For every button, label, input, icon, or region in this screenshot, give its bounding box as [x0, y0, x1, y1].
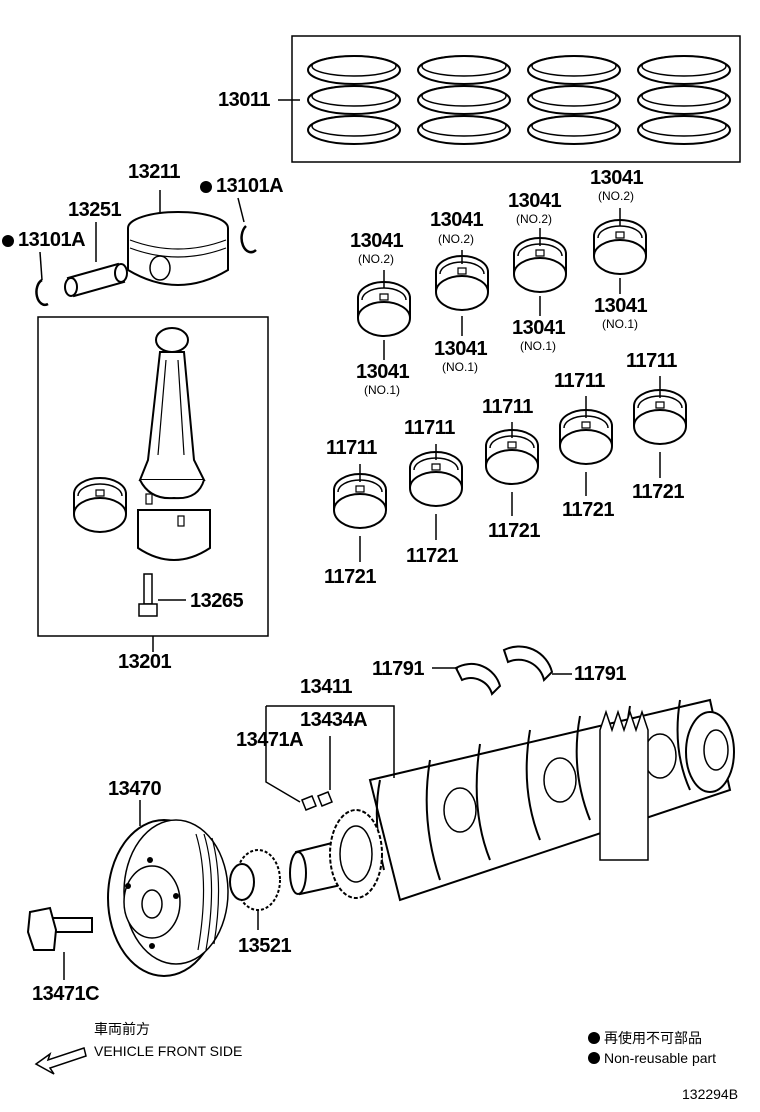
label-conrod-assy: 13201 [118, 651, 172, 673]
tag-no2-4: (NO.2) [598, 189, 634, 203]
vehicle-front-en: VEHICLE FRONT SIDE [94, 1043, 243, 1059]
label-thrust-washer-left: 11791 [372, 658, 425, 680]
label-snap-ring-left: 13101A [2, 230, 86, 250]
snap-ring-left [35, 251, 49, 307]
timing-sprocket [229, 849, 281, 930]
crankshaft-gear [265, 705, 395, 899]
label-main-bearing-upper-3: 11711 [482, 396, 533, 418]
tag-no1-4: (NO.1) [364, 383, 400, 397]
label-snap-ring-right: 13101A [200, 176, 284, 196]
diagram-code: 132294B [682, 1086, 739, 1102]
pulley-bolt [26, 906, 93, 980]
vehicle-front-jp: 車両前方 [94, 1021, 150, 1037]
label-thrust-washer-right: 11791 [574, 663, 627, 685]
conrod-bearing-shells [357, 208, 647, 360]
label-piston-pin: 13251 [68, 199, 122, 221]
label-conrod-bearing-5: 13041 [594, 295, 648, 317]
label-pulley-bolt: 13471C [32, 983, 100, 1005]
label-crank-key-b: 13471A [236, 729, 304, 751]
piston [127, 190, 229, 286]
label-crankshaft-pulley: 13470 [108, 778, 162, 800]
label-crank-timing-gear: 13521 [238, 935, 292, 957]
label-main-bearing-upper-2: 11711 [404, 417, 455, 439]
nonreusable-en: Non-reusable part [588, 1051, 716, 1065]
label-main-bearing-lower-1: 11721 [324, 566, 377, 588]
connecting-rod-assy [37, 316, 269, 652]
label-conrod-bearing-2: 13041 [430, 209, 484, 231]
piston-pin [64, 222, 128, 298]
tag-no2-3: (NO.2) [516, 212, 552, 226]
label-piston-ring-set: 13011 [218, 89, 271, 111]
tag-no1-3: (NO.1) [442, 360, 478, 374]
label-conrod-bearing-8: 13041 [356, 361, 410, 383]
label-conrod-bearing-6: 13041 [512, 317, 566, 339]
label-conrod-bearing-4: 13041 [590, 167, 644, 189]
crankshaft-pulley [107, 800, 229, 977]
crankshaft [289, 698, 735, 902]
tag-no1-1: (NO.1) [602, 317, 638, 331]
label-crankshaft: 13411 [300, 676, 353, 698]
label-main-bearing-lower-5: 11721 [632, 481, 685, 503]
label-main-bearing-upper-1: 11711 [326, 437, 377, 459]
label-main-bearing-upper-4: 11711 [554, 370, 605, 392]
label-crank-key-a: 13434A [300, 709, 368, 731]
label-conrod-bearing-3: 13041 [508, 190, 562, 212]
label-main-bearing-upper-5: 11711 [626, 350, 677, 372]
thrust-washers [432, 645, 572, 696]
nonreusable-jp: 再使用不可部品 [588, 1031, 702, 1045]
piston-ring-set [278, 35, 741, 163]
label-main-bearing-lower-4: 11721 [562, 499, 615, 521]
main-bearing-shells [333, 376, 687, 562]
label-conrod-bearing-1: 13041 [350, 230, 404, 252]
label-main-bearing-lower-3: 11721 [488, 520, 541, 542]
label-conrod-bearing-7: 13041 [434, 338, 488, 360]
label-conrod-bolt: 13265 [190, 590, 244, 612]
tag-no2-2: (NO.2) [438, 232, 474, 246]
vehicle-front-arrow-icon [34, 1047, 87, 1075]
snap-ring-right [237, 197, 257, 254]
tag-no1-2: (NO.1) [520, 339, 556, 353]
tag-no2-1: (NO.2) [358, 252, 394, 266]
label-piston: 13211 [128, 161, 181, 183]
label-main-bearing-lower-2: 11721 [406, 545, 459, 567]
